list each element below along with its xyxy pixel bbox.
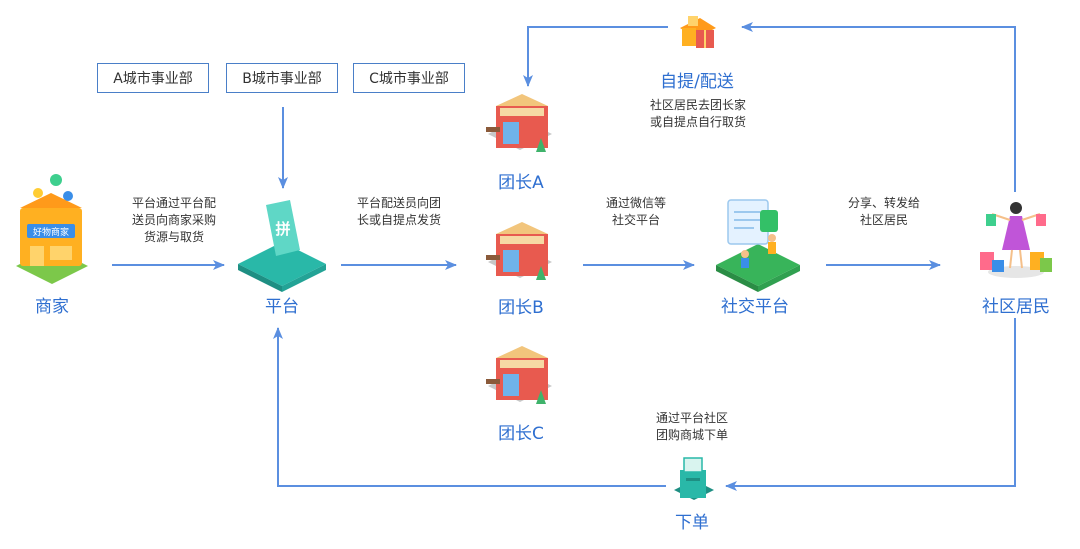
arrow-pickup-to-leader — [523, 26, 668, 87]
department-box-b: B城市事业部 — [226, 63, 338, 93]
merchant-platform-note: 平台通过平台配 送员向商家采购 货源与取货 — [131, 196, 216, 244]
leader-a-store-icon — [486, 94, 552, 152]
leader-b-store-icon — [486, 222, 552, 280]
order-label: 下单 — [675, 513, 709, 533]
department-box-a: A城市事业部 — [97, 63, 209, 93]
leader-social-note: 通过微信等 社交平台 — [605, 196, 666, 227]
platform-icon: 拼 — [238, 200, 326, 292]
residents-icon — [980, 202, 1052, 278]
pickup-delivery-label: 自提/配送 — [660, 72, 734, 92]
leader-a-label: 团长A — [498, 173, 544, 193]
pickup-delivery-icon — [680, 16, 716, 48]
pickup-note: 社区居民去团长家 或自提点自行取货 — [649, 98, 746, 129]
leader-b-label: 团长B — [498, 298, 544, 318]
merchant-sign-text: 好物商家 — [33, 226, 69, 238]
arrow-residents-to-pickup — [741, 22, 1016, 192]
order-kiosk-icon — [674, 457, 714, 500]
merchant-icon: 好物商家 — [16, 174, 88, 284]
social-residents-note: 分享、转发给 社区居民 — [847, 196, 920, 227]
order-note: 通过平台社区 团购商城下单 — [655, 411, 728, 442]
platform-badge: 拼 — [275, 220, 290, 238]
social-platform-label: 社交平台 — [721, 297, 789, 317]
department-box-c: C城市事业部 — [353, 63, 465, 93]
arrow-order-to-platform — [273, 327, 666, 487]
merchant-label: 商家 — [35, 297, 69, 317]
platform-leader-note: 平台配送员向团 长或自提点发货 — [356, 196, 441, 227]
social-platform-icon — [716, 199, 800, 292]
leader-c-store-icon — [486, 346, 552, 404]
platform-label: 平台 — [265, 297, 299, 317]
residents-label: 社区居民 — [982, 297, 1050, 317]
leader-c-label: 团长C — [498, 424, 544, 444]
arrow-residents-to-order — [725, 318, 1016, 491]
